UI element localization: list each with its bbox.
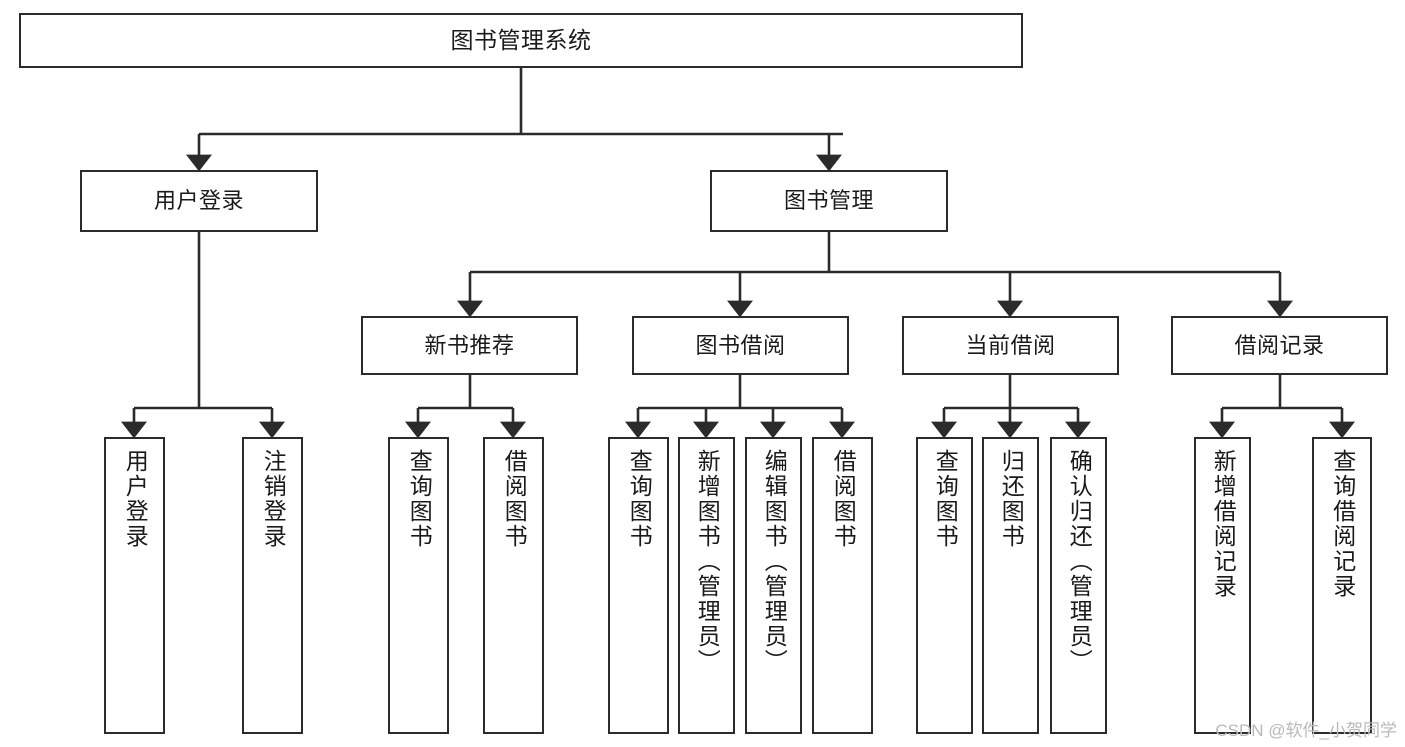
node-borrow-record[interactable]: 借阅记录 [1171,316,1388,375]
node-user-login-label: 用户登录 [153,188,244,214]
node-book-borrow[interactable]: 图书借阅 [632,316,849,375]
node-leaf-query-record-label: 查询借阅记录 [1329,449,1356,599]
node-leaf-add-record-label: 新增借阅记录 [1210,449,1237,599]
node-root[interactable]: 图书管理系统 [19,13,1023,68]
csdn-watermark: CSDN @软件_小贺同学 [1215,721,1397,740]
node-leaf-query-book-2[interactable]: 查询图书 [608,437,669,734]
node-leaf-logout[interactable]: 注销登录 [242,437,303,734]
node-new-book-rec-label: 新书推荐 [424,332,515,358]
node-leaf-borrow-book-1-label: 借阅图书 [501,449,528,549]
node-book-borrow-label: 图书借阅 [695,332,786,358]
node-current-borrow-label: 当前借阅 [965,332,1056,358]
node-leaf-edit-book[interactable]: 编辑图书（管理员） [745,437,802,734]
node-leaf-add-book[interactable]: 新增图书（管理员） [678,437,735,734]
node-leaf-query-book-2-label: 查询图书 [626,449,653,549]
node-leaf-borrow-book-1[interactable]: 借阅图书 [483,437,544,734]
node-leaf-user-login-label: 用户登录 [122,449,149,549]
node-leaf-confirm-return[interactable]: 确认归还（管理员） [1050,437,1107,734]
node-leaf-edit-book-label: 编辑图书（管理员） [761,449,788,674]
node-leaf-add-book-label: 新增图书（管理员） [694,449,721,674]
node-current-borrow[interactable]: 当前借阅 [902,316,1119,375]
node-book-manage-label: 图书管理 [783,188,874,214]
node-leaf-add-record[interactable]: 新增借阅记录 [1194,437,1251,734]
node-leaf-return-book[interactable]: 归还图书 [982,437,1039,734]
node-borrow-record-label: 借阅记录 [1234,332,1325,358]
node-leaf-borrow-book-2[interactable]: 借阅图书 [812,437,873,734]
node-root-label: 图书管理系统 [450,26,592,53]
node-leaf-query-book-1-label: 查询图书 [406,449,433,549]
node-leaf-query-record[interactable]: 查询借阅记录 [1312,437,1372,734]
node-book-manage[interactable]: 图书管理 [710,170,948,232]
node-leaf-query-book-3-label: 查询图书 [932,449,959,549]
node-new-book-rec[interactable]: 新书推荐 [361,316,578,375]
node-leaf-confirm-return-label: 确认归还（管理员） [1066,449,1093,674]
node-user-login[interactable]: 用户登录 [80,170,318,232]
node-leaf-query-book-1[interactable]: 查询图书 [388,437,449,734]
node-leaf-query-book-3[interactable]: 查询图书 [916,437,973,734]
node-leaf-return-book-label: 归还图书 [998,449,1025,549]
node-leaf-logout-label: 注销登录 [260,449,287,549]
node-leaf-user-login[interactable]: 用户登录 [104,437,165,734]
node-leaf-borrow-book-2-label: 借阅图书 [830,449,857,549]
